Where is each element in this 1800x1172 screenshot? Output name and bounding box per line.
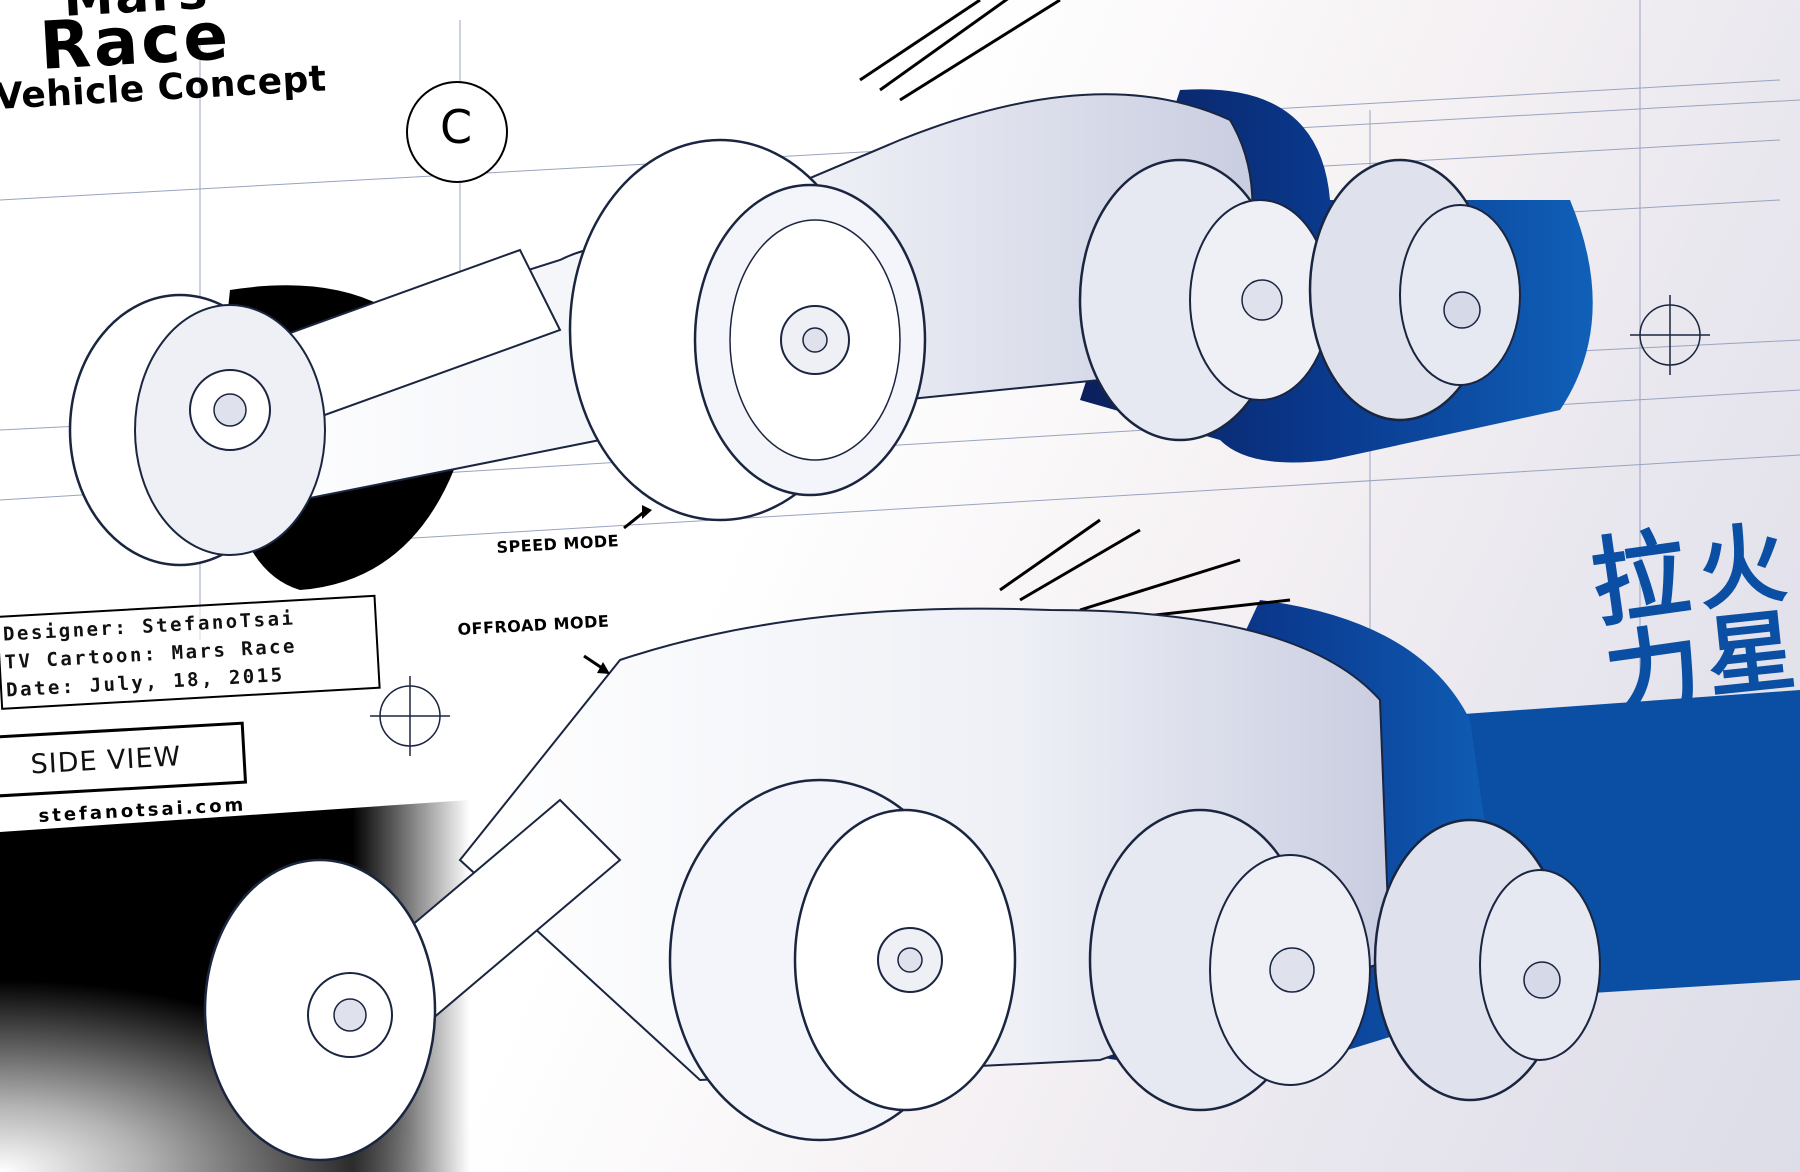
arrow-icon bbox=[623, 505, 652, 530]
cjk-title-line-2: 拉力 bbox=[1569, 521, 1708, 727]
view-letter: C bbox=[440, 100, 473, 154]
view-label: SIDE VIEW bbox=[29, 740, 183, 781]
blue-band-top bbox=[1380, 690, 1800, 850]
vehicle-speed-mode bbox=[68, 0, 1593, 590]
vehicle-offroad-mode bbox=[203, 518, 1601, 1162]
crosshair-icon bbox=[370, 676, 450, 756]
arrow-icon bbox=[583, 654, 610, 674]
view-circle bbox=[406, 81, 508, 183]
crosshair-icon bbox=[1630, 295, 1710, 375]
cjk-title-line-1: 火星賽 bbox=[1678, 515, 1800, 789]
